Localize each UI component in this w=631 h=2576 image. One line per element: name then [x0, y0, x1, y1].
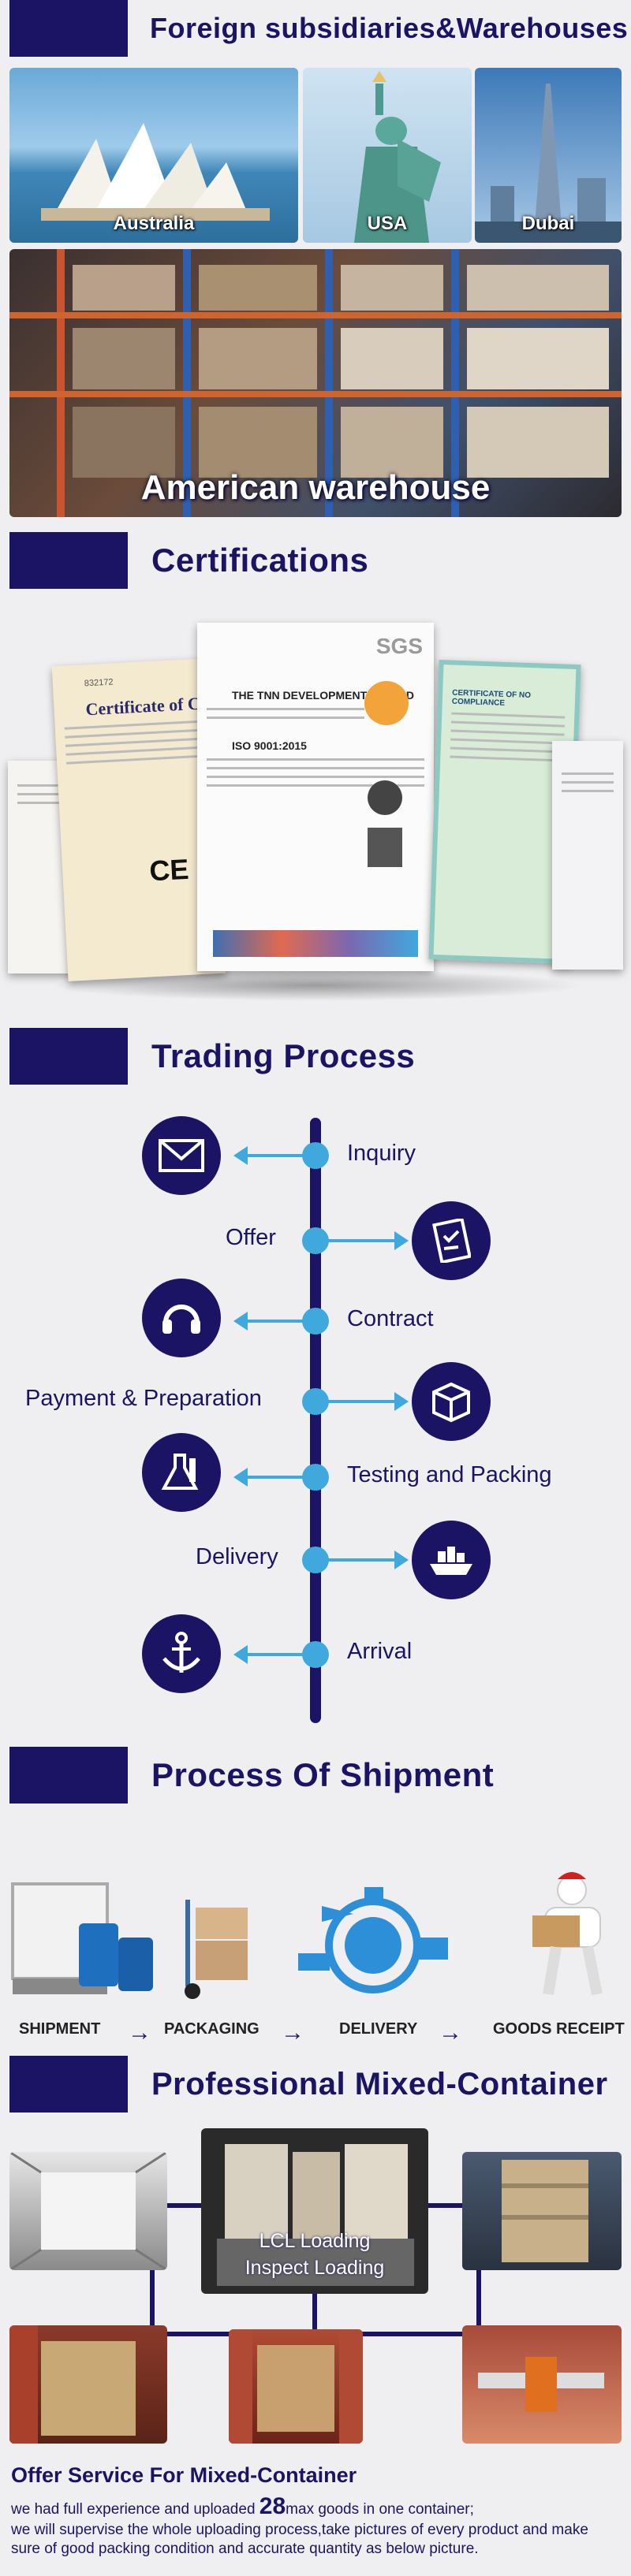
photo-empty-container	[9, 2152, 167, 2270]
package-box-icon	[412, 1362, 491, 1441]
offer-line2: we will supervise the whole uploading pr…	[11, 2522, 588, 2538]
header-block	[9, 532, 128, 589]
photo-loaded-container-right	[462, 2152, 622, 2270]
section-header-shipment: Process Of Shipment	[0, 1747, 631, 1804]
step-label-arrival: Arrival	[347, 1639, 413, 1664]
cert-main-sgs: SGS THE TNN DEVELOPMENT LIMITED ISO 9001…	[197, 623, 434, 971]
header-block	[9, 2056, 128, 2113]
connector-line	[312, 2294, 317, 2333]
arrow-left	[233, 1312, 304, 1331]
headset-icon	[142, 1279, 221, 1357]
cert-left-title: Certificate of Co	[84, 693, 210, 720]
section-title: Process Of Shipment	[151, 1756, 495, 1793]
delivery-globe-illustration	[290, 1882, 456, 2008]
offer-title: Offer Service For Mixed-Container	[11, 2463, 357, 2487]
arrow-right	[327, 1231, 409, 1250]
section-header-certifications: Certifications	[0, 532, 631, 589]
step-label-contract: Contract	[347, 1306, 434, 1331]
burj-khalifa-illustration	[475, 84, 622, 243]
offer-line1: we had full experience and uploaded 28ma…	[11, 2495, 474, 2519]
cert-right-title: CERTIFICATE OF NO COMPLIANCE	[451, 688, 532, 708]
ibc-tank-illustration	[8, 1876, 158, 2002]
offer-line1-post: max goods in one container;	[286, 2501, 474, 2518]
lab-flask-icon	[142, 1433, 221, 1512]
goods-receipt-illustration	[509, 1868, 627, 2002]
envelope-icon	[142, 1116, 221, 1195]
photo-container-seal	[462, 2325, 622, 2444]
timeline-dot	[302, 1308, 329, 1335]
iaf-seal-icon	[368, 780, 402, 815]
section-title: Professional Mixed-Container	[151, 2066, 608, 2101]
section-header-mixed: Professional Mixed-Container	[0, 2056, 631, 2113]
arrow-right	[327, 1550, 409, 1569]
step-label-offer: Offer	[226, 1225, 276, 1250]
timeline-dot	[302, 1464, 329, 1491]
step-label-inquiry: Inquiry	[347, 1141, 416, 1166]
arrow-right-icon: →	[439, 2019, 462, 2046]
lcl-caption-line1: LCL Loading	[259, 2230, 371, 2252]
anchor-icon	[142, 1614, 221, 1693]
caption-usa: USA	[367, 213, 408, 234]
cert-left-code: 832172	[84, 677, 114, 689]
section-header-subsidiaries: Foreign subsidiaries&Warehouses	[0, 0, 631, 57]
shipment-step-label: GOODS RECEIPT	[493, 2020, 625, 2038]
offer-line1-pre: we had full experience and uploaded	[11, 2501, 259, 2518]
header-block	[9, 0, 128, 57]
photo-container-open-left	[9, 2325, 167, 2444]
timeline-dot	[302, 1227, 329, 1254]
section-header-trading: Trading Process	[0, 1028, 631, 1085]
cert-far-right	[552, 741, 623, 970]
photo-american-warehouse: American warehouse	[9, 249, 622, 517]
opera-house-illustration	[41, 123, 270, 221]
offer-line3: sure of good packing condition and accur…	[11, 2541, 479, 2557]
photo-dubai: Dubai	[475, 68, 622, 243]
caption-australia: Australia	[113, 213, 195, 234]
timeline-dot	[302, 1641, 329, 1668]
arrow-right	[327, 1392, 409, 1411]
timeline-dot	[302, 1388, 329, 1415]
step-label-testing: Testing and Packing	[347, 1462, 552, 1487]
lcl-caption-line2: Inspect Loading	[245, 2257, 385, 2279]
step-label-delivery: Delivery	[196, 1544, 278, 1569]
cargo-ship-icon	[412, 1521, 491, 1599]
caption-dubai: Dubai	[521, 213, 575, 234]
timeline-dot	[302, 1547, 329, 1573]
lcl-caption: LCL Loading Inspect Loading	[201, 2228, 428, 2281]
section-title: Trading Process	[151, 1037, 416, 1074]
header-block	[9, 1028, 128, 1085]
shipment-step-label: PACKAGING	[164, 2020, 259, 2038]
section-title: Certifications	[151, 542, 369, 579]
sgs-banner	[213, 930, 418, 957]
photo-australia: Australia	[9, 68, 298, 243]
arrow-left	[233, 1645, 304, 1664]
step-label-payment: Payment & Preparation	[25, 1386, 262, 1411]
checklist-icon	[412, 1201, 491, 1280]
arrow-left	[233, 1468, 304, 1487]
hand-truck-illustration	[172, 1892, 259, 2002]
arrow-right-icon: →	[128, 2019, 151, 2046]
sgs-seal-icon	[364, 681, 409, 725]
photo-lcl-loading: LCL Loading Inspect Loading	[201, 2128, 428, 2294]
timeline-dot	[302, 1142, 329, 1169]
arrow-left	[233, 1146, 304, 1165]
ukas-seal-icon	[368, 828, 402, 867]
warehouse-racks-illustration	[9, 249, 622, 517]
section-title: Foreign subsidiaries&Warehouses	[150, 12, 629, 44]
cert-main-standard: ISO 9001:2015	[232, 739, 307, 752]
arrow-right-icon: →	[281, 2019, 304, 2046]
photo-usa: USA	[303, 68, 472, 243]
photo-container-open-center	[229, 2329, 363, 2444]
header-block	[9, 1747, 128, 1804]
offer-line1-number: 28	[259, 2493, 286, 2519]
statue-of-liberty-illustration	[354, 71, 441, 243]
shipment-step-label: SHIPMENT	[19, 2020, 101, 2038]
timeline-bar	[310, 1118, 321, 1723]
sgs-logo: SGS	[375, 634, 423, 658]
shipment-step-label: DELIVERY	[339, 2020, 418, 2038]
caption-warehouse: American warehouse	[140, 468, 491, 507]
